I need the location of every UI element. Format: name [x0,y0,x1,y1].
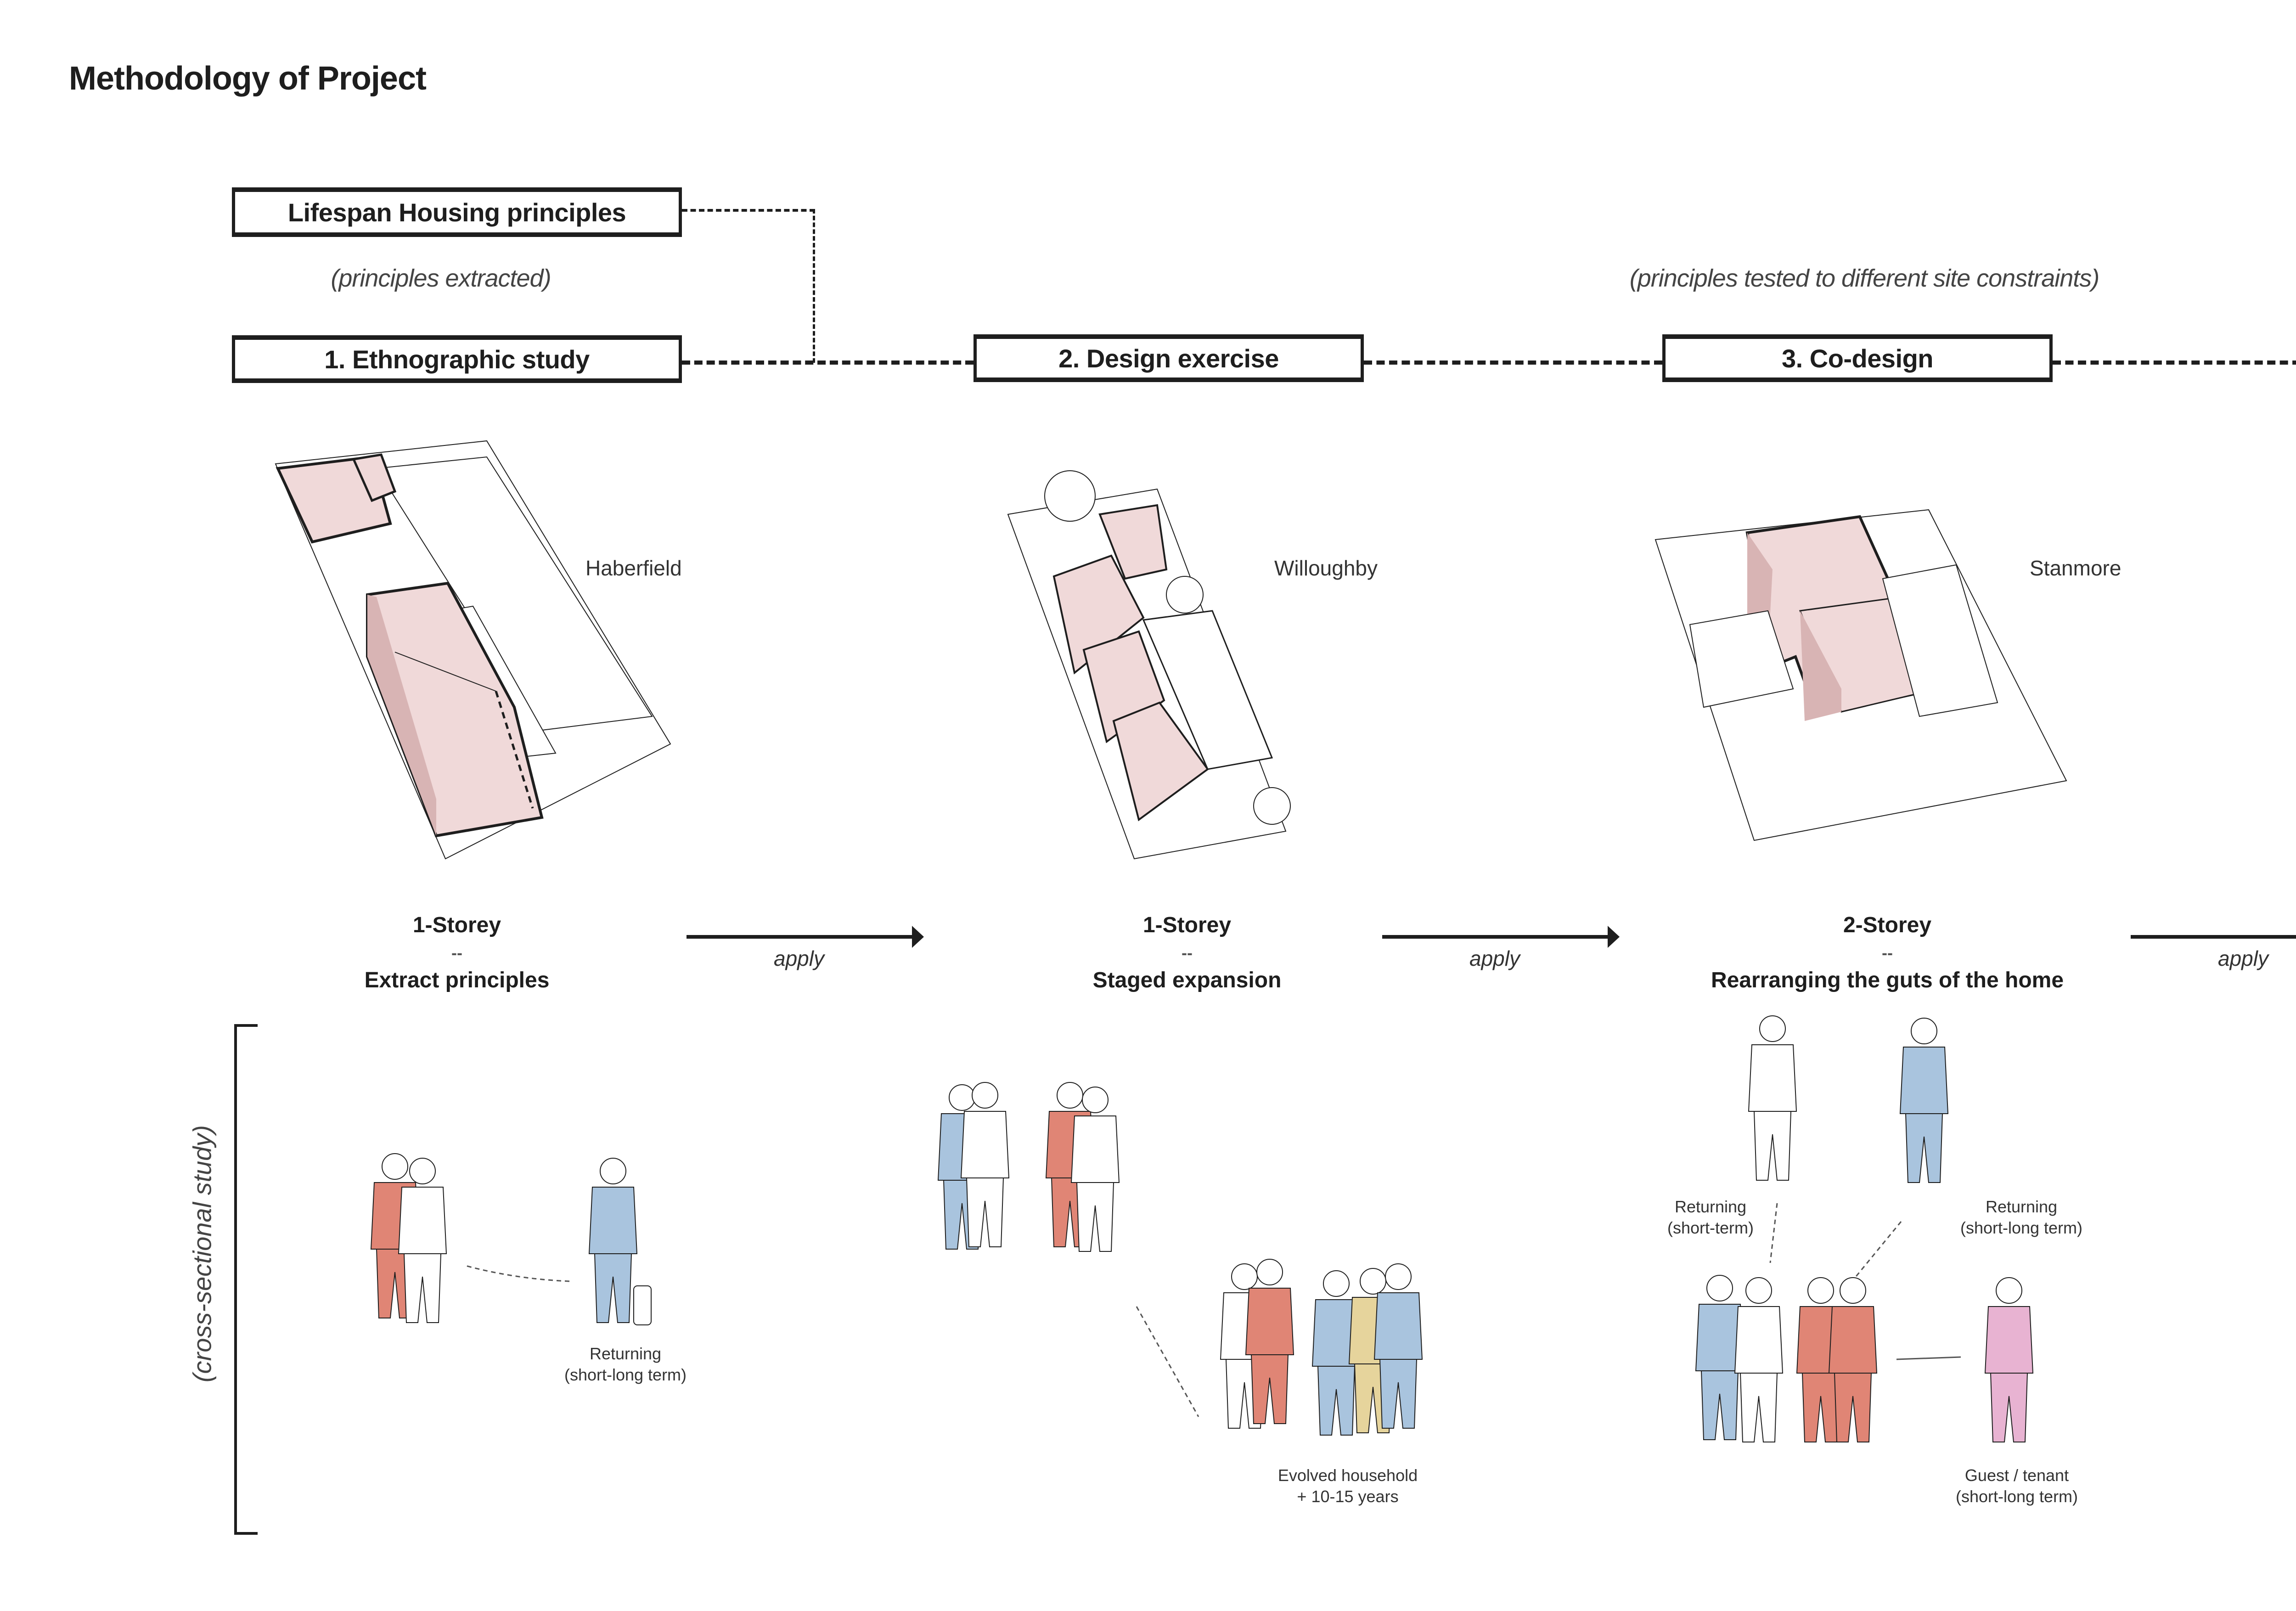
haberfield-axonometric-icon [275,440,671,860]
note-principles-extracted: (principles extracted) [331,265,551,292]
caption-s2-evolved: Evolved household + 10-15 years [1278,1465,1418,1507]
stage-3-strategy: Rearranging the guts of the home [1711,968,2064,992]
apply-label-1: apply [774,946,824,970]
caption-s3-returning-short: Returning (short-term) [1667,1196,1754,1239]
stage-2-summary: 1-Storey -- Staged expansion [1093,912,1282,994]
site-stanmore-label: Stanmore [2030,556,2122,580]
figure-returning-s1-icon [589,1158,652,1325]
note-principles-tested: (principles tested to different site con… [1629,265,2099,292]
caption-line1: Evolved household [1277,1466,1418,1485]
stage-3-storey: 2-Storey [1843,913,1932,937]
connector-2-3 [1364,361,1662,365]
connector-1-2 [682,361,974,365]
step-2-label: 2. Design exercise [1058,344,1279,373]
willoughby-axonometric-icon [1007,470,1291,860]
stage-2-separator: -- [1182,943,1193,962]
caption-line2: (short-long term) [1960,1218,2083,1237]
caption-line1: Guest / tenant [1964,1466,2069,1485]
stage-2-strategy: Staged expansion [1092,968,1282,992]
cross-sectional-bracket [234,1024,258,1535]
stage-3-separator: -- [1882,943,1893,962]
step-1-label: 1. Ethnographic study [324,344,590,374]
stage-2-storey: 1-Storey [1142,913,1232,937]
caption-s1-returning: Returning (short-long term) [564,1343,687,1386]
connector-principles-v [813,209,815,363]
lifespan-principles-box: Lifespan Housing principles [232,187,682,237]
apply-label-3: apply [2218,946,2268,970]
connector-principles-h [682,209,815,212]
stage-1-storey: 1-Storey [412,913,501,937]
stanmore-axonometric-icon [1654,509,2067,841]
apply-label-2: apply [1469,946,1520,970]
lifespan-principles-label: Lifespan Housing principles [287,197,626,227]
caption-s3-returning-long: Returning (short-long term) [1960,1196,2082,1239]
caption-line2: (short-long term) [564,1365,687,1384]
page-title: Methodology of Project [69,60,427,97]
stage-1-summary: 1-Storey -- Extract principles [365,912,550,994]
figure-couple-s1-icon [371,1153,447,1323]
apply-arrow-2 [1382,926,1620,948]
site-willoughby-label: Willoughby [1274,556,1378,580]
caption-line2: (short-term) [1667,1218,1754,1237]
site-haberfield-label: Haberfield [585,556,682,580]
stage-1-separator: -- [451,943,462,962]
caption-s3-guest: Guest / tenant (short-long term) [1956,1465,2078,1507]
apply-arrow-1 [687,926,924,948]
caption-line2: (short-long term) [1955,1487,2078,1506]
caption-line1: Returning [589,1344,662,1363]
step-3-label: 3. Co-design [1781,344,1934,373]
apply-arrow-3 [2131,935,2296,939]
caption-line1: Returning [1985,1197,2058,1216]
stage-1-strategy: Extract principles [364,968,550,992]
step-3-box: 3. Co-design [1662,334,2053,382]
caption-line1: Returning [1674,1197,1747,1216]
step-1-box: 1. Ethnographic study [232,335,682,383]
caption-line2: + 10-15 years [1297,1487,1399,1506]
connector-3-4 [2053,361,2296,365]
stage-3-summary: 2-Storey -- Rearranging the guts of the … [1711,912,2064,994]
step-2-box: 2. Design exercise [974,334,1364,382]
